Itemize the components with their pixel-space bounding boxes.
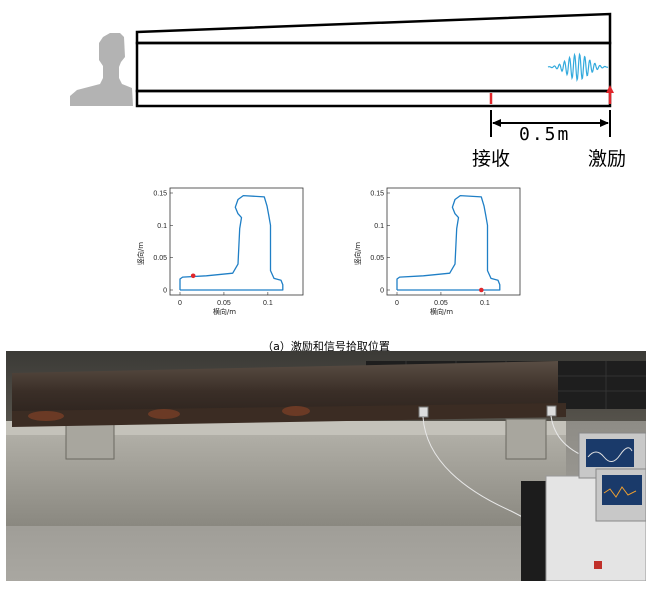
x-tick-label: 0.05 — [217, 300, 231, 307]
rust-patch — [28, 411, 64, 421]
rail-web-outline — [135, 41, 612, 93]
y-axis-label: 竖向/m — [136, 242, 145, 265]
rail-profile-outline — [179, 194, 284, 291]
excite-label: 激励 — [588, 148, 627, 170]
x-tick-label: 0 — [395, 300, 399, 307]
receive-label: 接收 — [472, 148, 511, 170]
rail-model-diagram — [70, 12, 614, 137]
rail-profile-outline — [396, 194, 501, 291]
x-tick-label: 0 — [178, 300, 182, 307]
exciter-sensor — [546, 405, 557, 417]
x-tick-label: 0.1 — [480, 300, 490, 307]
y-tick-label: 0.05 — [370, 255, 384, 262]
dimension-arrow-right — [600, 119, 609, 127]
y-tick-label: 0 — [380, 288, 384, 295]
rail-foot-outline — [135, 89, 612, 108]
rust-patch — [148, 409, 180, 419]
instrument-red-knob — [594, 561, 602, 569]
x-axis-label: 横向/m — [213, 307, 236, 316]
receiver-sensor — [418, 406, 429, 418]
y-tick-label: 0.05 — [153, 255, 167, 262]
concrete-plinth — [6, 426, 566, 526]
rail-head-outline — [135, 12, 612, 45]
y-tick-label: 0 — [163, 288, 167, 295]
rail-section-silhouette — [70, 33, 133, 106]
figure-caption: （a）激励和信号拾取位置 — [262, 340, 390, 353]
distance-label: 0.5m — [519, 124, 571, 145]
y-tick-label: 0.1 — [374, 223, 384, 230]
oscilloscope-1-screen — [586, 439, 634, 467]
excitation-arrow-head — [606, 85, 614, 93]
dimension-arrow-left — [492, 119, 501, 127]
pickup-point — [479, 287, 484, 293]
oscilloscope-2-trace — [603, 486, 637, 498]
test-setup-photo — [6, 351, 646, 581]
wave-packet-icon — [547, 52, 609, 82]
x-tick-label: 0.05 — [434, 300, 448, 307]
x-axis-label: 横向/m — [430, 307, 453, 316]
oscilloscope-1-trace — [587, 447, 633, 462]
y-tick-label: 0.15 — [370, 191, 384, 198]
y-axis-label: 竖向/m — [353, 242, 362, 265]
cross-section-plots: 0 0.05 0.1 0.15 0 0.05 0.1 横向/m 竖向/m 0 0.05 0.1 0.15… — [136, 187, 521, 316]
y-tick-label: 0.15 — [153, 191, 167, 198]
x-tick-label: 0.1 — [263, 300, 273, 307]
support-left — [65, 422, 115, 460]
rust-patch — [282, 406, 310, 416]
support-right — [505, 418, 547, 460]
y-tick-label: 0.1 — [157, 223, 167, 230]
pickup-point — [190, 273, 196, 279]
